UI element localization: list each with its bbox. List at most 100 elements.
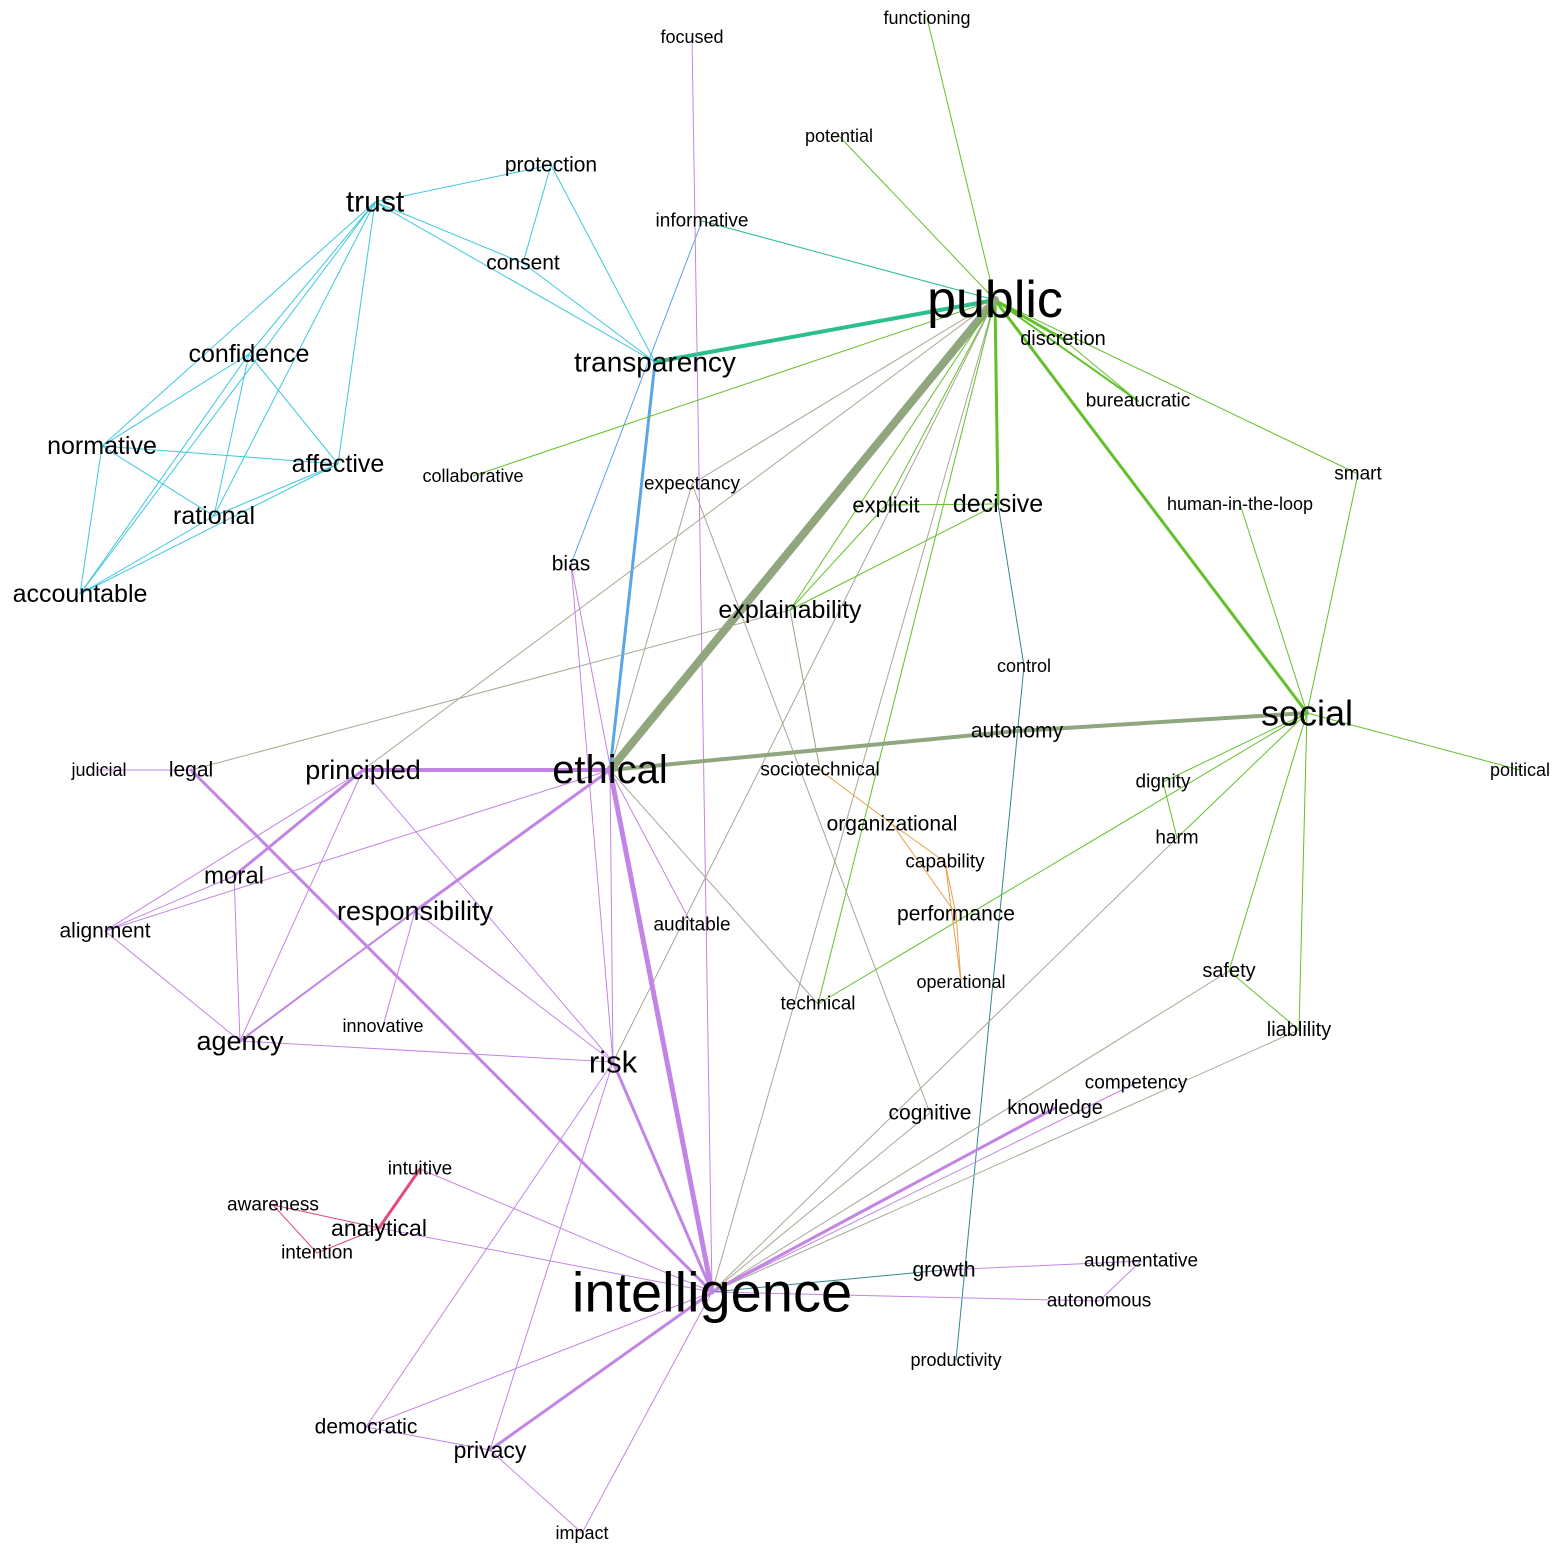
edge-public-ethical (606, 296, 999, 774)
edge-explainability-legal (190, 609, 791, 771)
node-label-confidence: confidence (189, 340, 310, 368)
node-label-impact: impact (555, 1523, 608, 1543)
edge-intelligence-knowledge (710, 1106, 1057, 1294)
edge-public-decisive (993, 298, 1000, 506)
node-label-intuitive: intuitive (388, 1159, 452, 1180)
node-label-political: political (1490, 760, 1550, 780)
node-label-sociotechnical: sociotechnical (760, 760, 879, 781)
node-label-liablility: liablility (1267, 1019, 1331, 1041)
node-label-judicial: judicial (70, 760, 126, 780)
edge-trust-accountable (79, 201, 376, 595)
edge-decisive-explainability (789, 503, 999, 611)
edge-safety-liablility (1228, 970, 1300, 1031)
edge-ethical-auditable (609, 769, 693, 926)
node-label-potential: potential (805, 126, 873, 146)
edge-intelligence-privacy (488, 1290, 714, 1452)
node-label-intelligence: intelligence (572, 1261, 852, 1324)
edge-growth-augmentative (943, 1260, 1142, 1271)
node-label-protection: protection (505, 154, 597, 177)
node-label-expectancy: expectancy (644, 474, 741, 495)
edge-ethical-expectancy (609, 483, 693, 771)
node-label-accountable: accountable (13, 580, 148, 608)
edge-ethical-risk (609, 769, 614, 1063)
edge-control-productivity (955, 665, 1025, 1361)
edge-bias-risk (570, 563, 614, 1063)
edge-responsibility-agency (239, 910, 416, 1042)
edge-risk-intelligence (611, 1060, 714, 1294)
node-label-human-in-the-loop: human-in-the-loop (1167, 494, 1313, 514)
edge-safety-intelligence (711, 970, 1230, 1293)
edge-trust-transparency (374, 201, 656, 363)
edge-social-technical (817, 712, 1308, 1005)
edge-public-collaborative (472, 299, 996, 477)
node-label-collaborative: collaborative (422, 466, 523, 486)
node-label-transparency: transparency (574, 347, 736, 378)
node-label-awareness: awareness (227, 1195, 319, 1216)
node-label-legal: legal (169, 759, 213, 782)
edge-dignity-harm (1162, 781, 1178, 839)
node-label-focused: focused (660, 27, 723, 47)
edge-trust-consent (374, 201, 524, 264)
node-label-democratic: democratic (315, 1416, 418, 1439)
edge-principled-agency (239, 769, 364, 1042)
edge-ethical-technical (609, 769, 819, 1005)
node-label-moral: moral (204, 863, 264, 890)
edge-social-autonomy (1015, 711, 1309, 733)
edge-public-risk (612, 299, 996, 1063)
edge-risk-democratic (365, 1061, 614, 1428)
edge-organizational-capability (891, 823, 946, 863)
edge-confidence-affective (248, 353, 339, 465)
edge-decisive-control (997, 503, 1025, 667)
node-label-productivity: productivity (910, 1350, 1001, 1370)
node-label-functioning: functioning (883, 8, 970, 28)
edge-consent-transparency (522, 262, 656, 363)
node-label-augmentative: augmentative (1084, 1251, 1198, 1272)
node-label-operational: operational (916, 972, 1005, 992)
edge-social-liablility (1298, 712, 1308, 1031)
node-label-privacy: privacy (454, 1437, 527, 1463)
edge-public-expectancy (691, 299, 996, 485)
edge-social-dignity (1162, 712, 1308, 783)
edge-public-social (993, 298, 1309, 715)
node-label-alignment: alignment (59, 920, 150, 943)
node-label-trust: trust (346, 186, 405, 219)
edge-social-smart (1306, 473, 1359, 714)
edge-intelligence-autonomous (711, 1291, 1100, 1302)
node-label-affective: affective (292, 450, 385, 478)
node-label-explicit: explicit (852, 493, 919, 518)
edge-confidence-accountable (79, 353, 250, 595)
edge-public-principled (362, 299, 996, 771)
edge-normative-rational (101, 445, 215, 517)
edge-affective-rational (213, 463, 339, 517)
edge-intuitive-analytical (377, 1167, 422, 1230)
node-label-agency: agency (196, 1026, 284, 1056)
edge-rational-accountable (79, 515, 215, 595)
edge-organizational-performance (891, 823, 957, 915)
edge-protection-consent (522, 164, 552, 264)
node-label-knowledge: knowledge (1007, 1097, 1103, 1119)
edge-alignment-agency (104, 930, 241, 1042)
edge-intelligence-intuitive (419, 1168, 713, 1293)
node-label-consent: consent (486, 252, 560, 275)
edge-principled-alignment (104, 769, 364, 932)
edge-social-human_in_the_loop (1239, 503, 1308, 714)
edge-democratic-privacy (365, 1426, 491, 1451)
node-label-intention: intention (281, 1243, 353, 1264)
edge-normative-affective (101, 445, 339, 465)
edge-responsibility-innovative (382, 910, 416, 1027)
edge-explainability-sociotechnical (789, 609, 821, 771)
node-label-safety: safety (1202, 960, 1255, 982)
edge-intelligence-growth (711, 1269, 945, 1293)
edge-transparency-public (653, 298, 997, 364)
edge-awareness-intention (272, 1204, 318, 1254)
edge-privacy-impact (489, 1449, 583, 1534)
edge-harm-intelligence (711, 837, 1178, 1293)
edge-confidence-normative (101, 353, 250, 447)
node-label-analytical: analytical (331, 1215, 427, 1241)
node-label-discretion: discretion (1020, 328, 1106, 350)
edge-intelligence-competency (711, 1082, 1137, 1293)
edge-agency-risk (239, 1040, 614, 1063)
edge-responsibility-risk (414, 910, 614, 1063)
edge-public-explainability (789, 299, 996, 611)
